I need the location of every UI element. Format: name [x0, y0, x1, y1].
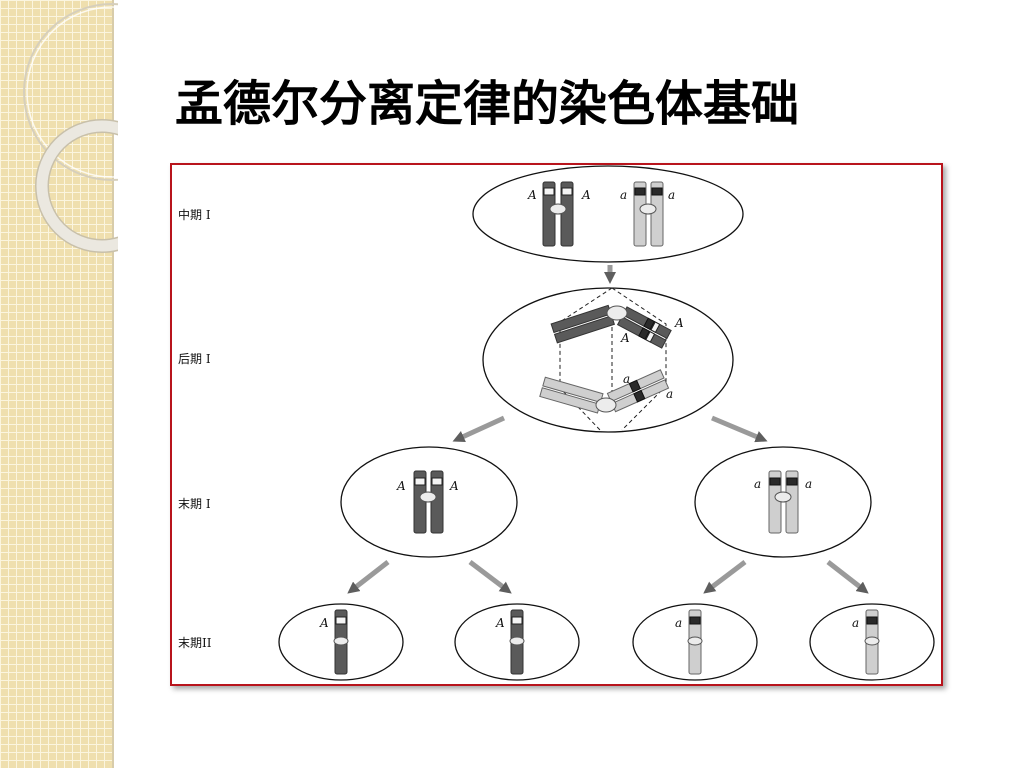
- arrow-left: [452, 415, 506, 442]
- allele-label: A: [449, 479, 459, 493]
- cell-outline: [632, 603, 758, 681]
- centromere: [687, 636, 703, 646]
- chromosome-recessive: [768, 470, 799, 534]
- cell-outline: [809, 603, 935, 681]
- cell-outline: [278, 603, 404, 681]
- arrow-right: [711, 415, 768, 443]
- centromere: [864, 636, 880, 646]
- cell-outline: [454, 603, 580, 681]
- chromosome-dominant: [542, 181, 574, 247]
- centromere: [774, 491, 792, 503]
- allele-label: A: [674, 316, 684, 330]
- cell-outline: [340, 446, 518, 558]
- cell-outline: [694, 446, 872, 558]
- chromosome-dominant: [413, 470, 444, 534]
- arrow-right: [826, 560, 869, 594]
- allele-label: A: [319, 616, 329, 630]
- decorative-ring: [23, 3, 118, 181]
- telophase-2-cell-3: a: [632, 603, 758, 681]
- centromere: [639, 203, 657, 215]
- allele-label: A: [620, 331, 630, 345]
- decorative-ring: [36, 120, 118, 252]
- arrow-left: [703, 560, 747, 594]
- chromosome-recessive: [539, 369, 670, 414]
- allele-label: a: [623, 372, 630, 386]
- telophase-1-cell-right: a a: [694, 446, 872, 558]
- telophase-1-cell-left: A A: [340, 446, 518, 558]
- allele-label: a: [852, 616, 859, 630]
- decorative-rings: [23, 3, 118, 253]
- arrow-right: [468, 560, 512, 594]
- spindle-fiber: [559, 287, 613, 431]
- anaphase-1-cell: A A a a: [482, 287, 734, 433]
- metaphase-1-cell: A A a a: [472, 165, 744, 263]
- allele-label: A: [527, 188, 537, 202]
- stage-label-metaphase-1: 中期 I: [178, 208, 211, 222]
- allele-label: A: [581, 188, 591, 202]
- centromere: [419, 491, 437, 503]
- centromere: [549, 203, 567, 215]
- centromere: [333, 636, 349, 646]
- chromosome-dominant: [550, 304, 672, 349]
- allele-label: a: [805, 477, 812, 491]
- allele-label: a: [620, 188, 627, 202]
- allele-label: a: [668, 188, 675, 202]
- centromere: [606, 305, 628, 321]
- diagram-frame: [170, 163, 943, 686]
- slide-title: 孟德尔分离定律的染色体基础: [175, 76, 800, 132]
- allele-label: a: [666, 387, 673, 401]
- arrow-left: [347, 560, 390, 594]
- stage-label-anaphase-1: 后期 I: [178, 352, 211, 366]
- allele-label: A: [396, 479, 406, 493]
- allele-label: A: [495, 616, 505, 630]
- allele-label: a: [754, 477, 761, 491]
- chromosome-recessive: [633, 181, 664, 247]
- centromere: [595, 397, 617, 413]
- decorative-ring: [26, 6, 118, 178]
- allele-label: a: [675, 616, 682, 630]
- telophase-2-cell-1: A: [278, 603, 404, 681]
- stage-label-telophase-2: 末期II: [178, 636, 212, 650]
- cell-outline: [472, 165, 744, 263]
- telophase-2-cell-4: a: [809, 603, 935, 681]
- stage-label-telophase-1: 末期 I: [178, 497, 211, 511]
- cell-outline: [482, 287, 734, 433]
- telophase-2-cell-2: A: [454, 603, 580, 681]
- centromere: [509, 636, 525, 646]
